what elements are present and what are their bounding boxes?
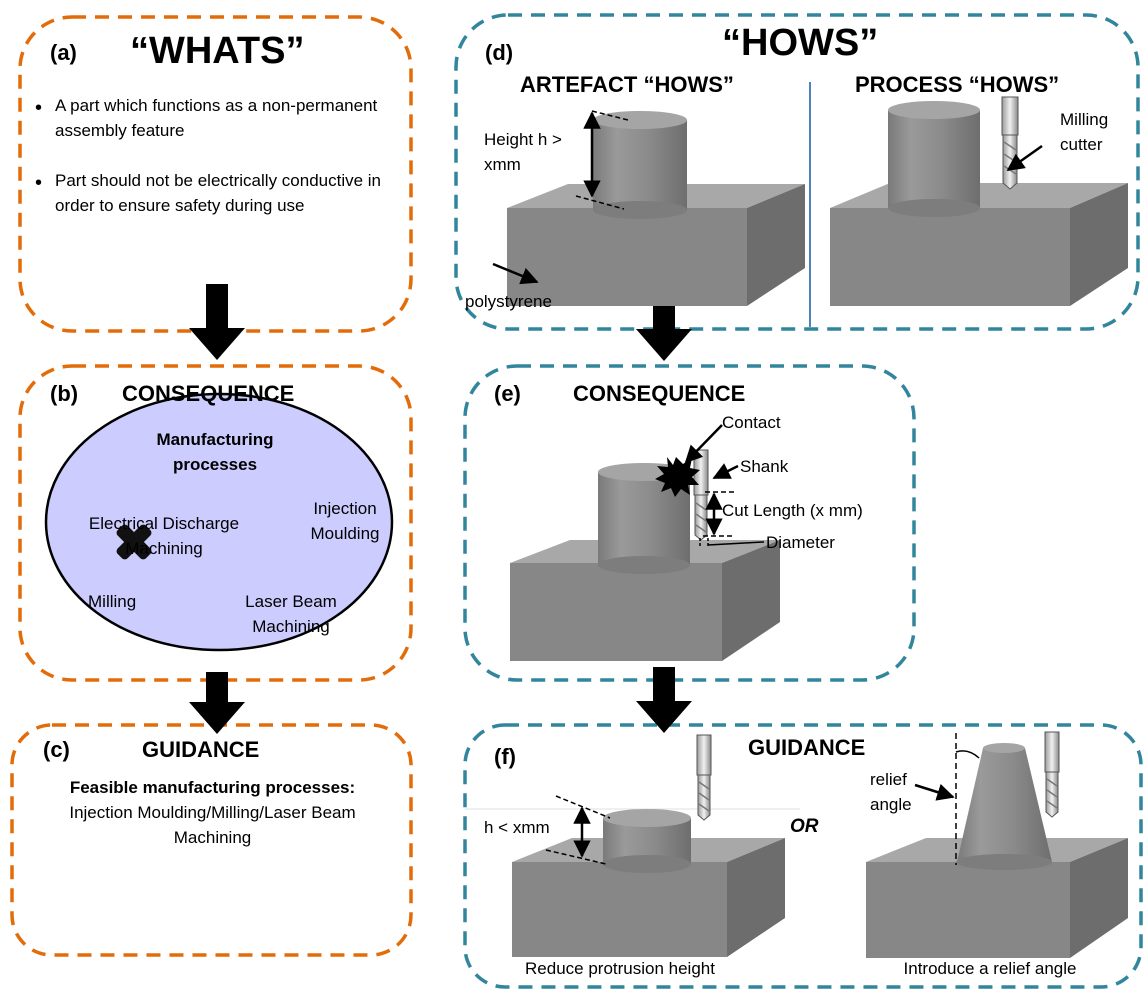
or-label: OR	[790, 816, 819, 837]
cutter-pointer	[1006, 144, 1043, 172]
cut-length-label: Cut Length (x mm)	[722, 501, 863, 520]
diameter-leader	[707, 541, 765, 546]
milling-cutter-icon	[1001, 96, 1019, 190]
arrow-b-to-c	[189, 672, 245, 734]
panel-a-label: (a)	[50, 40, 77, 65]
process-milling: Milling	[88, 592, 137, 611]
panel-d-frame	[454, 13, 1140, 331]
height-dim-top	[591, 110, 629, 121]
material-label: polystyrene	[465, 292, 552, 311]
consequence-solid	[510, 463, 780, 661]
artefact-solid	[507, 111, 805, 306]
cutter-tool-left-icon	[696, 734, 712, 821]
panel-d-title: “HOWS”	[722, 22, 879, 64]
panel-e-title: CONSEQUENCE	[573, 381, 746, 406]
diameter-label: Diameter	[766, 533, 835, 552]
panel-c-title: GUIDANCE	[142, 737, 260, 762]
relief-angle-solid	[866, 743, 1128, 958]
panel-f-label: (f)	[494, 744, 516, 769]
panel-e-frame	[463, 364, 916, 682]
panel-f-title: GUIDANCE	[748, 735, 866, 760]
process-ellipse	[44, 392, 394, 652]
relief-label: relief angle	[870, 770, 912, 814]
material-pointer	[492, 262, 539, 285]
caption-reduce-height: Reduce protrusion height	[525, 959, 715, 978]
whats-item: A part which functions as a non-permanen…	[33, 94, 388, 143]
caption-relief-angle: Introduce a relief angle	[903, 959, 1077, 978]
arrow-d-to-e	[636, 285, 692, 361]
panel-b-frame	[18, 364, 413, 682]
contact-starburst-icon	[655, 457, 700, 497]
process-hows-title: PROCESS “HOWS”	[855, 72, 1060, 97]
relief-angle-arc	[955, 750, 980, 759]
panel-a-frame	[18, 15, 413, 333]
panel-a-title: “WHATS”	[130, 30, 305, 72]
panel-b-label: (b)	[50, 381, 79, 406]
contact-label: Contact	[722, 413, 781, 432]
process-laser: Laser Beam Machining	[245, 592, 337, 636]
relief-pointer	[914, 783, 955, 801]
panel-f-frame	[463, 723, 1143, 989]
guidance-subtitle: Feasible manufacturing processes:	[69, 778, 356, 797]
artefact-hows-title: ARTEFACT “HOWS”	[520, 72, 734, 97]
reduced-height-solid	[512, 809, 785, 957]
process-injection: Injection Moulding	[310, 499, 380, 543]
flow-arrows	[189, 284, 692, 734]
height-label: Height h > xmm	[484, 130, 562, 174]
whats-item: Part should not be electrically conducti…	[33, 169, 388, 218]
ellipse-title: Manufacturing processes	[156, 430, 274, 474]
panel-e-label: (e)	[494, 381, 521, 406]
panel-d-label: (d)	[485, 40, 514, 65]
guidance-text: Injection Moulding/Milling/Laser Beam Ma…	[69, 803, 356, 847]
arrow-a-to-b	[189, 284, 245, 360]
shank-label: Shank	[740, 457, 789, 476]
x-mark-icon	[116, 524, 152, 560]
panel-b-title: CONSEQUENCE	[122, 381, 295, 406]
cutter-tool-icon	[693, 449, 709, 541]
tool-label: Milling cutter	[1060, 110, 1109, 154]
h-dim-bottom	[545, 849, 607, 865]
arrow-e-to-f	[636, 667, 692, 733]
cutter-tool-right-icon	[1044, 731, 1060, 818]
height-dim-bottom	[575, 195, 625, 210]
process-solid	[830, 101, 1128, 306]
panel-c-label: (c)	[43, 737, 70, 762]
h-dim-top	[555, 795, 611, 819]
shank-pointer	[712, 463, 739, 480]
contact-pointer	[684, 424, 723, 464]
h-label: h < xmm	[484, 818, 550, 837]
process-edm: Electrical Discharge Machining	[88, 514, 240, 558]
whats-list: A part which functions as a non-permanen…	[33, 94, 388, 245]
